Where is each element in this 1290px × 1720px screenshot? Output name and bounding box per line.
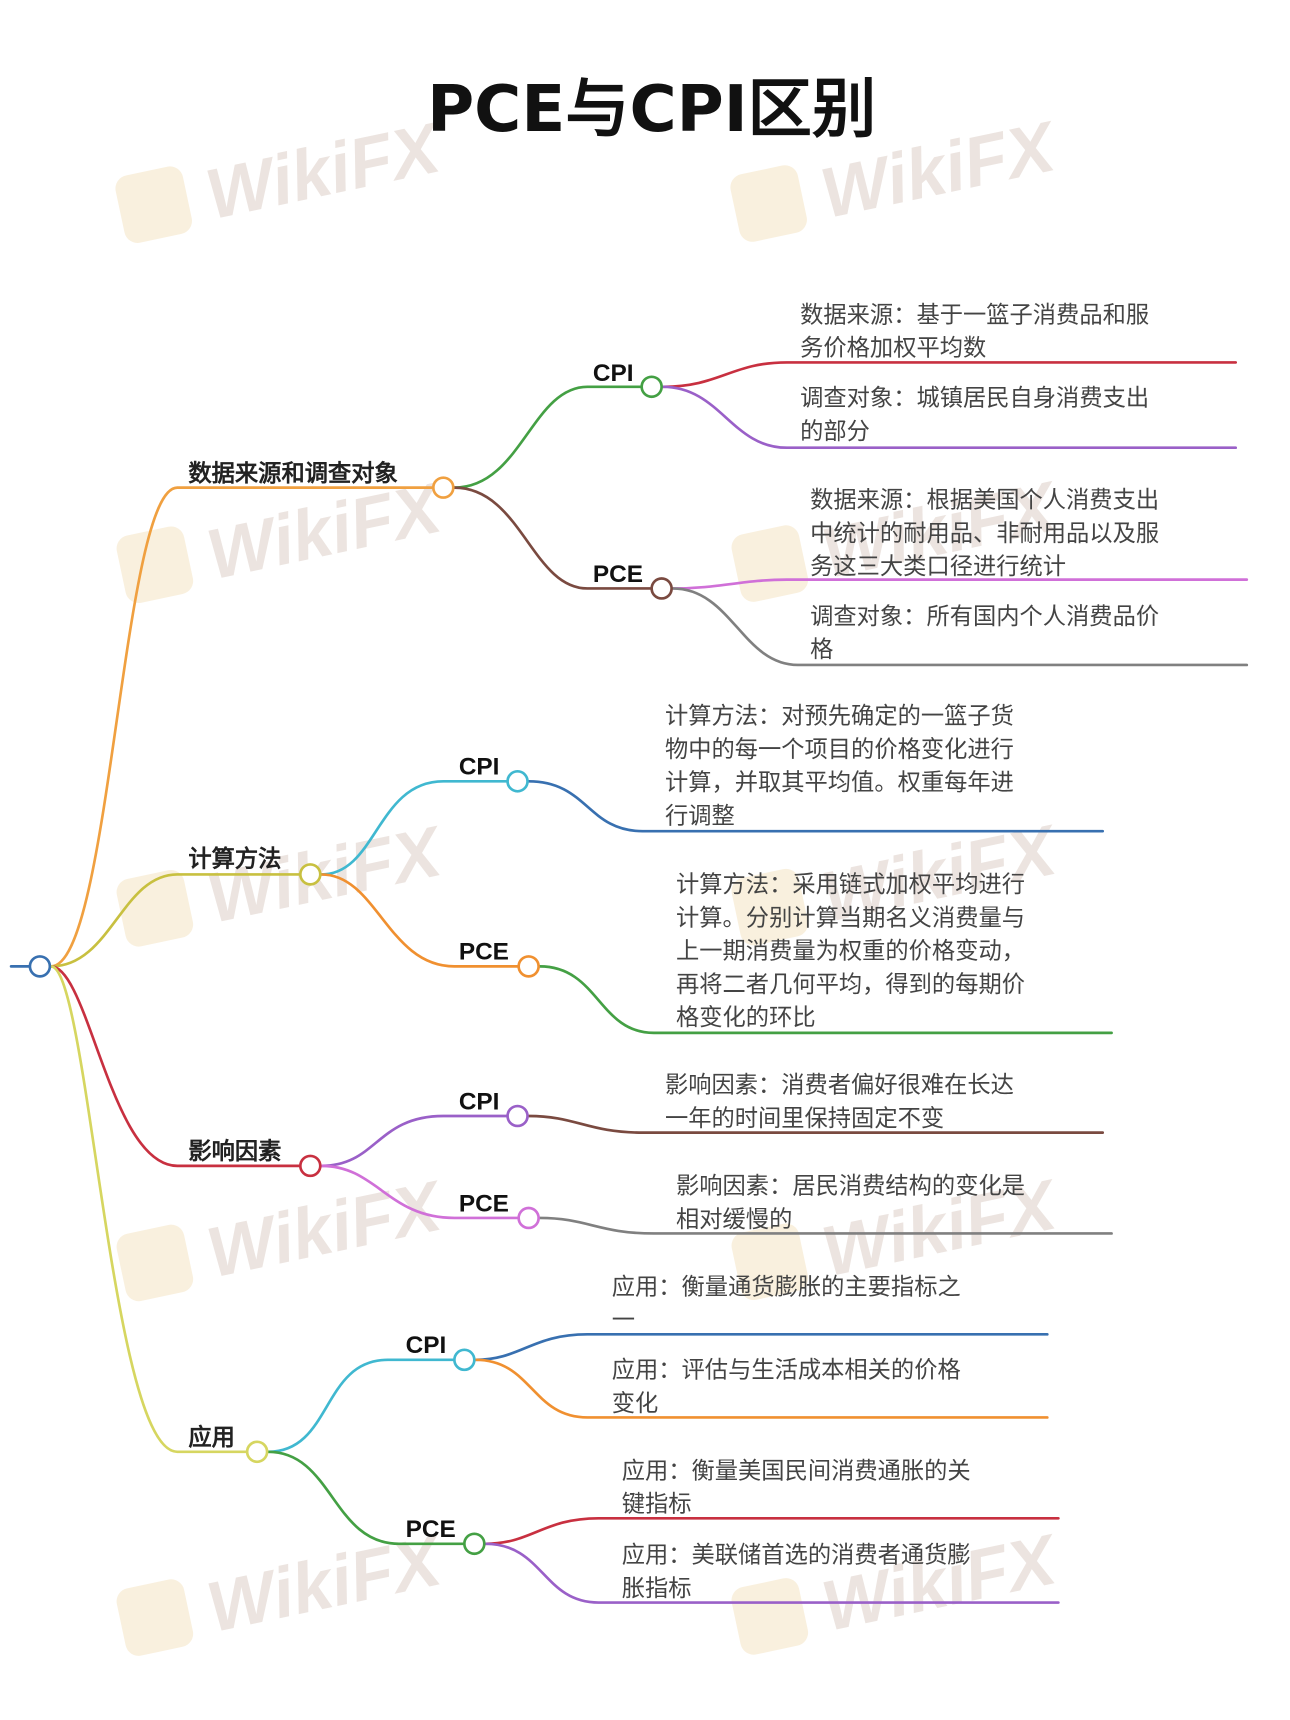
leaf-line bbox=[484, 1542, 1060, 1604]
watermark: WikiFX bbox=[199, 108, 450, 235]
branch-line bbox=[453, 385, 642, 489]
leaf-line bbox=[527, 1114, 1105, 1134]
branch-line bbox=[320, 1114, 508, 1168]
leaf-line-text: 数据来源：根据美国个人消费支出 bbox=[810, 487, 1159, 514]
node-calc-method[interactable] bbox=[299, 863, 322, 886]
leaf-line-text: 的部分 bbox=[800, 418, 870, 445]
leaf-line bbox=[538, 965, 1113, 1035]
leaf-line bbox=[474, 1358, 1049, 1419]
branch-line bbox=[320, 1164, 519, 1220]
node-pce[interactable] bbox=[517, 1206, 540, 1230]
node-cpi[interactable] bbox=[506, 1104, 529, 1128]
leaf-line bbox=[671, 578, 1249, 590]
branch-line bbox=[266, 1358, 455, 1454]
node-data-source[interactable] bbox=[431, 476, 455, 499]
leaf-line-text: 计算方法：对预先确定的一篮子货 bbox=[665, 703, 1014, 730]
leaf-line-text: 应用：衡量通货膨胀的主要指标之 bbox=[612, 1273, 961, 1300]
branch-line bbox=[49, 965, 301, 1168]
branch-line bbox=[266, 1450, 465, 1546]
watermark: WikiFX bbox=[815, 1520, 1066, 1647]
leaf-line-text: 计算。分别计算当期名义消费量与 bbox=[676, 904, 1025, 931]
page-title: PCE与CPI区别 bbox=[427, 72, 876, 147]
node-cpi[interactable] bbox=[453, 1348, 476, 1372]
leaf-line bbox=[527, 779, 1105, 833]
branch-line bbox=[453, 486, 652, 590]
leaf-line-text: 行调整 bbox=[665, 802, 735, 829]
pce-label: PCE bbox=[593, 561, 643, 588]
node-pce[interactable] bbox=[463, 1532, 486, 1556]
leaf-line-text: 胀指标 bbox=[622, 1575, 692, 1602]
cpi-label: CPI bbox=[593, 360, 634, 387]
leaf-line-text: 一 bbox=[612, 1307, 635, 1334]
branch-label: 影响因素 bbox=[188, 1138, 281, 1165]
leaf-line bbox=[484, 1516, 1060, 1546]
cpi-label: CPI bbox=[459, 1088, 500, 1115]
node-pce[interactable] bbox=[650, 577, 673, 600]
branch-label: 数据来源和调查对象 bbox=[188, 460, 397, 487]
pce-label: PCE bbox=[459, 1190, 509, 1217]
watermark: WikiFX bbox=[200, 1166, 451, 1293]
leaf-line bbox=[661, 361, 1238, 389]
leaf-line bbox=[538, 1216, 1113, 1235]
leaf-line-text: 再将二者几何平均，得到的每期价 bbox=[676, 971, 1025, 998]
leaf-line-text: 调查对象：所有国内个人消费品价 bbox=[810, 603, 1159, 630]
leaf-line-text: 务这三大类口径进行统计 bbox=[810, 553, 1066, 580]
leaf-line-text: 应用：评估与生活成本相关的价格 bbox=[612, 1357, 961, 1384]
leaf-line-text: 一年的时间里保持固定不变 bbox=[665, 1105, 944, 1132]
leaf-line-text: 影响因素：居民消费结构的变化是 bbox=[676, 1173, 1025, 1200]
branch-line bbox=[49, 486, 434, 968]
root-node[interactable] bbox=[28, 955, 52, 978]
branch-label: 计算方法 bbox=[188, 846, 281, 873]
node-application[interactable] bbox=[245, 1440, 269, 1464]
leaf-line-text: 相对缓慢的 bbox=[676, 1206, 792, 1233]
leaf-line-text: 键指标 bbox=[622, 1491, 692, 1518]
cpi-label: CPI bbox=[406, 1332, 447, 1359]
pce-label: PCE bbox=[459, 939, 509, 966]
branch-line bbox=[49, 965, 248, 1454]
leaf-line-text: 计算方法：采用链式加权平均进行 bbox=[676, 871, 1025, 898]
leaf-line-text: 格 bbox=[810, 636, 833, 663]
leaf-line-text: 影响因素：消费者偏好很难在长达 bbox=[665, 1072, 1014, 1099]
leaf-line-text: 中统计的耐用品、非耐用品以及服 bbox=[810, 520, 1159, 547]
branch-line bbox=[49, 873, 301, 968]
node-pce[interactable] bbox=[517, 955, 540, 978]
leaf-line-text: 上一期消费量为权重的价格变动， bbox=[676, 938, 1025, 965]
leaf-line-text: 物中的每一个项目的价格变化进行 bbox=[665, 736, 1014, 763]
branch-line bbox=[320, 779, 508, 876]
leaf-line-text: 格变化的环比 bbox=[676, 1004, 816, 1031]
leaf-line-text: 应用：衡量美国民间消费通胀的关 bbox=[622, 1457, 971, 1484]
leaf-line-text: 计算，并取其平均值。权重每年进 bbox=[665, 769, 1014, 796]
branch-label: 应用 bbox=[188, 1424, 235, 1451]
branch-line bbox=[320, 873, 519, 968]
node-factors[interactable] bbox=[299, 1154, 322, 1178]
leaf-line-text: 变化 bbox=[612, 1390, 659, 1417]
leaf-line-text: 数据来源：基于一篮子消费品和服 bbox=[800, 302, 1149, 329]
node-cpi[interactable] bbox=[506, 770, 529, 793]
cpi-label: CPI bbox=[459, 754, 500, 781]
leaf-line-text: 务价格加权平均数 bbox=[800, 335, 986, 362]
leaf-line bbox=[671, 587, 1249, 667]
leaf-line-text: 应用：美联储首选的消费者通货膨 bbox=[622, 1542, 971, 1569]
leaf-line bbox=[661, 385, 1238, 450]
leaf-text: 数据来源：基于一篮子消费品和服 务价格加权平均数 调查对象：城镇居民自身消费支出… bbox=[612, 302, 1159, 1602]
pce-label: PCE bbox=[406, 1516, 456, 1543]
leaf-line-text: 调查对象：城镇居民自身消费支出 bbox=[800, 385, 1149, 412]
node-cpi[interactable] bbox=[640, 375, 663, 399]
leaf-line bbox=[474, 1333, 1049, 1362]
